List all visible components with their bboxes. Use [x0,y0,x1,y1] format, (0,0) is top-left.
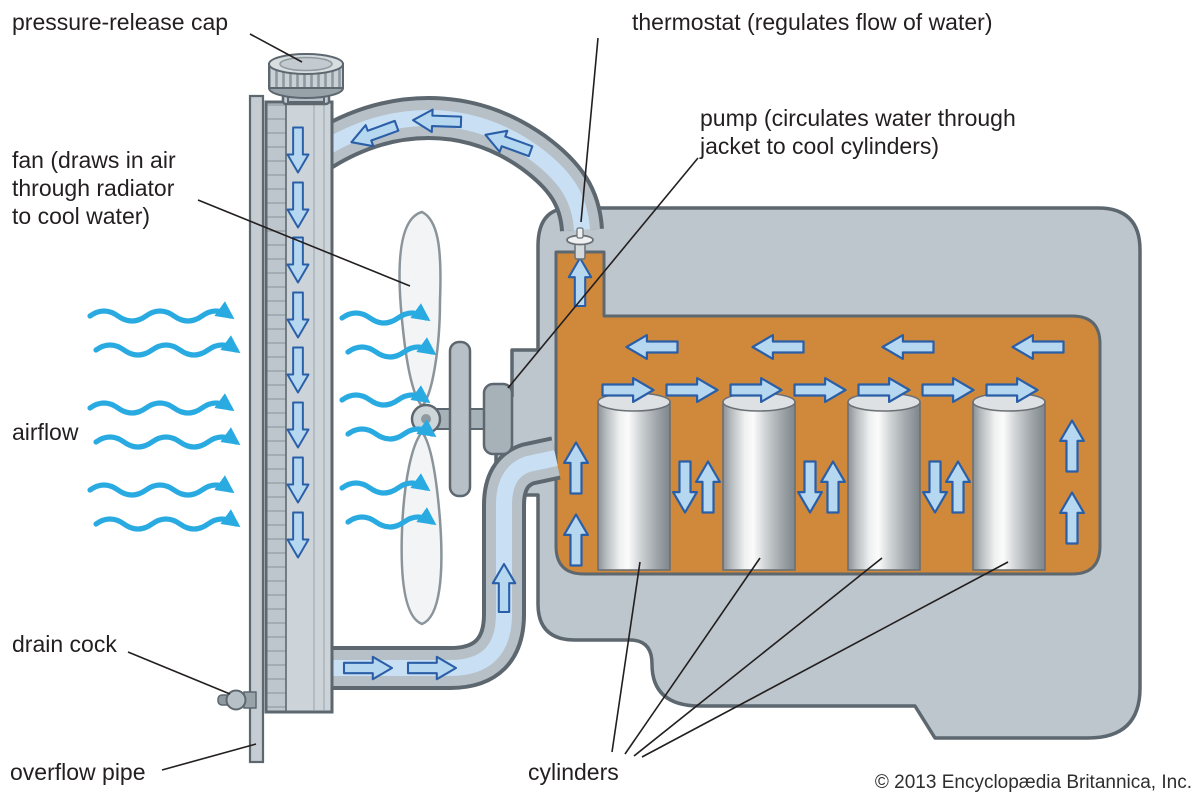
copyright-text: © 2013 Encyclopædia Britannica, Inc. [875,772,1192,793]
cylinder-3 [847,392,921,571]
label-pointer-lines [127,33,1009,771]
pump-pointer-line [507,157,699,389]
upper-hose [310,96,604,233]
label-drain-cock: drain cock [12,631,117,657]
label-overflow-pipe: overflow pipe [10,759,146,785]
label-thermostat: thermostat (regulates flow of water) [632,9,992,35]
label-cylinders: cylinders [528,759,619,785]
cylinder-1 [597,392,671,571]
label-pump-line1: pump (circulates water through [700,105,1016,131]
fan-pointer-line [197,199,411,287]
cylinders [597,392,1046,571]
thermostat [566,227,594,260]
overflow-pipe-pointer-line [161,743,257,771]
drain-cock-pointer-line [127,651,231,695]
airflow-arrows-left [87,301,241,532]
label-pump-line2: jacket to cool cylinders) [699,133,939,159]
cylinders-pointer-line-2 [624,557,761,755]
labels: pressure-release cap thermostat (regulat… [10,9,1192,793]
lower-hose [322,436,561,690]
cylinders-pointer-line-1 [611,561,641,753]
pressure-release-cap [268,53,344,103]
cylinders-pointer-line-3 [633,557,883,757]
label-pressure-release-cap: pressure-release cap [12,9,228,35]
airflow-arrows-inner [339,303,437,530]
fan [398,210,514,626]
drain-cock [217,689,257,711]
label-fan-line3: to cool water) [12,203,150,229]
cylinder-4 [972,392,1046,571]
label-fan-line2: through radiator [12,175,175,201]
fan-pulley [448,340,472,498]
thermostat-pointer-line [580,37,599,223]
pressure-release-cap-pointer-line [249,33,303,63]
pump-housing [482,382,514,456]
label-fan-line1: fan (draws in air [12,147,176,173]
cylinder-2 [722,392,796,571]
label-airflow: airflow [12,419,79,445]
cylinders-pointer-line-4 [641,561,1009,758]
overflow-pipe [248,94,265,764]
radiator [264,82,334,714]
